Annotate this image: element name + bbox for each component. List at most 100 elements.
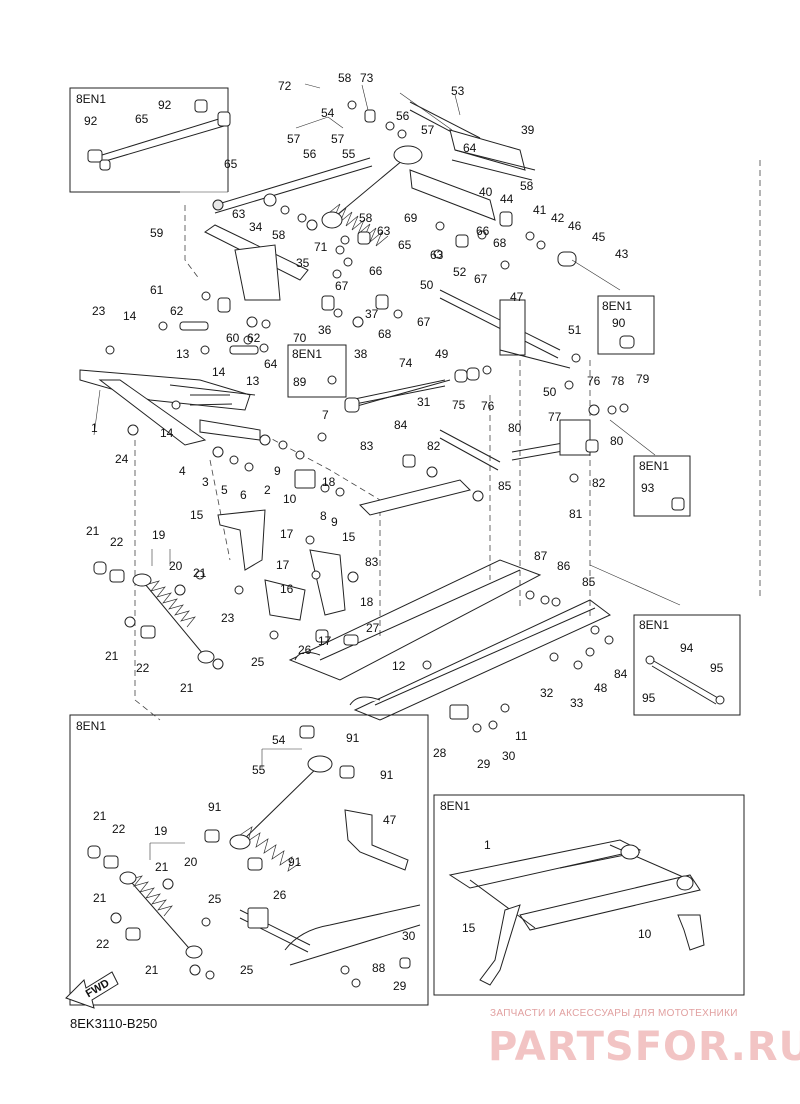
label-86: 86 <box>557 559 571 573</box>
label-30: 30 <box>502 749 516 763</box>
label-70: 70 <box>293 331 307 345</box>
label-28: 28 <box>433 746 447 760</box>
label-74: 74 <box>399 356 413 370</box>
label-50: 50 <box>420 278 434 292</box>
svg-text:8EN1: 8EN1 <box>440 799 470 813</box>
label-39: 39 <box>521 123 535 137</box>
label-21d: 21 <box>180 681 194 695</box>
label-47: 47 <box>510 290 524 304</box>
label-15: 15 <box>190 508 204 522</box>
label-47-inset: 47 <box>383 813 397 827</box>
label-51: 51 <box>568 323 582 337</box>
label-13: 13 <box>176 347 190 361</box>
label-92: 92 <box>158 98 172 112</box>
label-14: 14 <box>123 309 137 323</box>
label-59: 59 <box>150 226 164 240</box>
label-29: 29 <box>477 757 491 771</box>
leader-lines <box>93 83 681 860</box>
label-21b: 21 <box>193 566 207 580</box>
label-91b: 91 <box>380 768 394 782</box>
label-44: 44 <box>500 192 514 206</box>
svg-text:8EN1: 8EN1 <box>292 347 322 361</box>
label-23b: 23 <box>221 611 235 625</box>
label-62: 62 <box>170 304 184 318</box>
label-67c: 67 <box>417 315 431 329</box>
label-5: 5 <box>221 483 228 497</box>
label-25: 25 <box>251 655 265 669</box>
label-15b: 15 <box>342 530 356 544</box>
label-19: 19 <box>152 528 166 542</box>
label-57b: 57 <box>331 132 345 146</box>
label-79: 79 <box>636 372 650 386</box>
label-4: 4 <box>179 464 186 478</box>
label-71: 71 <box>314 240 328 254</box>
label-87: 87 <box>534 549 548 563</box>
label-63b: 63 <box>377 224 391 238</box>
label-91d: 91 <box>288 855 302 869</box>
label-88: 88 <box>372 961 386 975</box>
label-66b: 66 <box>476 224 490 238</box>
label-81: 81 <box>569 507 583 521</box>
label-23: 23 <box>92 304 106 318</box>
label-22b: 22 <box>136 661 150 675</box>
label-11: 11 <box>515 729 528 743</box>
label-49: 49 <box>435 347 449 361</box>
inset-tag: 8EN1 <box>76 92 106 106</box>
front-arm <box>79 369 261 446</box>
label-22b-inset: 22 <box>96 937 110 951</box>
label-26-inset: 26 <box>273 888 287 902</box>
rod-74 <box>349 379 471 516</box>
label-65b: 65 <box>398 238 412 252</box>
label-25-inset: 25 <box>208 892 222 906</box>
label-32: 32 <box>540 686 554 700</box>
label-54: 54 <box>321 106 335 120</box>
label-21c: 21 <box>105 649 119 663</box>
label-25b-inset: 25 <box>240 963 254 977</box>
label-37: 37 <box>365 307 379 321</box>
label-69: 69 <box>404 211 418 225</box>
label-80b: 80 <box>610 434 624 448</box>
label-17: 17 <box>280 527 294 541</box>
watermark-logo: PARTSFOR.RU <box>488 1024 800 1070</box>
label-21b-inset: 21 <box>155 860 169 874</box>
label-91c: 91 <box>208 800 222 814</box>
label-12: 12 <box>392 659 406 673</box>
label-85b: 85 <box>582 575 596 589</box>
label-85: 85 <box>498 479 512 493</box>
label-58: 58 <box>338 71 352 85</box>
label-83: 83 <box>360 439 374 453</box>
label-76: 76 <box>481 399 495 413</box>
watermark-tagline: ЗАПЧАСТИ И АКСЕССУАРЫ ДЛЯ МОТОТЕХНИКИ <box>490 1008 738 1019</box>
label-80: 80 <box>508 421 522 435</box>
label-30-inset: 30 <box>402 929 416 943</box>
label-82: 82 <box>427 439 441 453</box>
inset-box-shock-variant: 8EN1 <box>69 714 429 1006</box>
label-66: 66 <box>369 264 383 278</box>
svg-text:8EN1: 8EN1 <box>639 618 669 632</box>
hardware <box>93 100 629 733</box>
front-shock <box>132 573 215 664</box>
upper-arms <box>204 101 571 406</box>
label-3: 3 <box>202 475 209 489</box>
label-67b: 67 <box>474 272 488 286</box>
label-15-inset: 15 <box>462 921 476 935</box>
fwd-arrow: FWD <box>65 971 119 1009</box>
label-77: 77 <box>548 410 562 424</box>
inset-box-rod-94: 8EN1 <box>633 614 741 716</box>
label-76b: 76 <box>587 374 601 388</box>
label-10: 10 <box>283 492 297 506</box>
label-21c-inset: 21 <box>93 891 107 905</box>
label-73: 73 <box>360 71 374 85</box>
label-63: 63 <box>232 207 246 221</box>
inset-box-nut-93: 8EN1 <box>633 455 691 517</box>
label-56: 56 <box>303 147 317 161</box>
label-91: 91 <box>346 731 360 745</box>
inset-frame-contents <box>448 839 705 986</box>
label-9b: 9 <box>331 515 338 529</box>
label-42: 42 <box>551 211 565 225</box>
label-68: 68 <box>378 327 392 341</box>
label-93: 93 <box>641 481 655 495</box>
label-90: 90 <box>612 316 626 330</box>
inset-box-bolt-89: 8EN1 <box>287 344 347 398</box>
label-55: 55 <box>342 147 356 161</box>
